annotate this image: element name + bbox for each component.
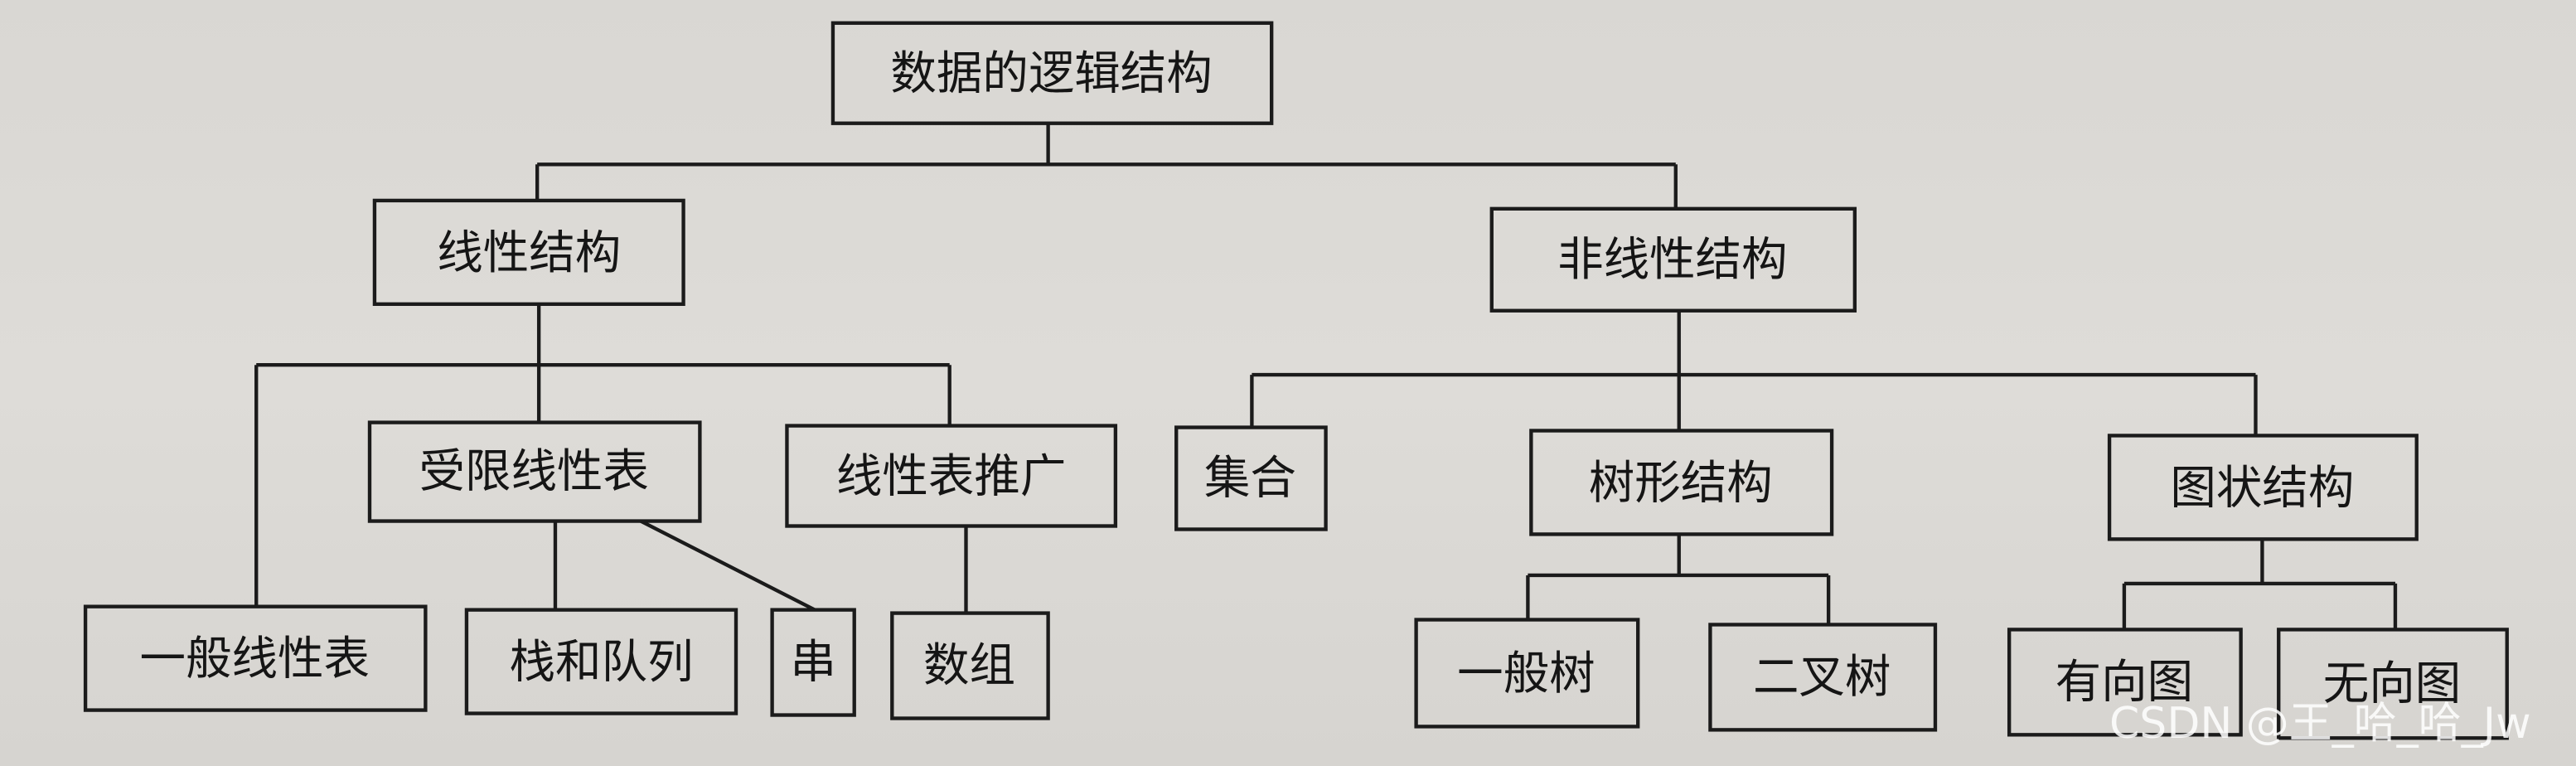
svg-text:栈和队列: 栈和队列 — [509, 636, 693, 690]
node-nonlinear: 非线性结构 — [1489, 206, 1857, 313]
node-set: 集合 — [1174, 425, 1328, 531]
svg-text:一般线性表: 一般线性表 — [139, 633, 369, 686]
node-stack-queue: 栈和队列 — [464, 608, 738, 715]
svg-text:无向图: 无向图 — [2323, 657, 2461, 710]
svg-text:图状结构: 图状结构 — [2170, 461, 2354, 515]
svg-text:二叉树: 二叉树 — [1753, 650, 1891, 704]
node-directed-graph: 有向图 — [2007, 628, 2243, 737]
node-generalized-linear-list: 线性表推广 — [785, 424, 1118, 528]
node-string: 串 — [770, 608, 856, 717]
svg-text:线性表推广: 线性表推广 — [836, 450, 1066, 504]
node-graph: 图状结构 — [2107, 434, 2419, 541]
svg-text:数据的逻辑结构: 数据的逻辑结构 — [890, 47, 1212, 101]
connectors — [254, 123, 2398, 630]
svg-text:有向图: 有向图 — [2055, 655, 2193, 709]
node-binary-tree: 二叉树 — [1708, 623, 1938, 732]
svg-text:数组: 数组 — [923, 639, 1015, 693]
node-general-linear-list: 一般线性表 — [83, 604, 428, 712]
node-linear: 线性结构 — [372, 198, 685, 307]
node-undirected-graph: 无向图 — [2277, 628, 2509, 740]
node-array: 数组 — [890, 611, 1050, 720]
svg-text:线性结构: 线性结构 — [437, 226, 621, 280]
svg-text:非线性结构: 非线性结构 — [1557, 233, 1787, 287]
svg-text:受限线性表: 受限线性表 — [419, 445, 648, 499]
svg-text:一般树: 一般树 — [1457, 647, 1595, 701]
svg-text:串: 串 — [790, 636, 836, 690]
node-general-tree: 一般树 — [1414, 618, 1640, 729]
svg-text:树形结构: 树形结构 — [1589, 456, 1773, 510]
svg-text:集合: 集合 — [1204, 451, 1296, 505]
node-restricted-linear-list: 受限线性表 — [367, 420, 702, 523]
watermark: CSDN @王_哈_哈_Jw — [2109, 699, 2531, 749]
node-tree: 树形结构 — [1529, 429, 1834, 536]
node-root: 数据的逻辑结构 — [830, 21, 1274, 125]
